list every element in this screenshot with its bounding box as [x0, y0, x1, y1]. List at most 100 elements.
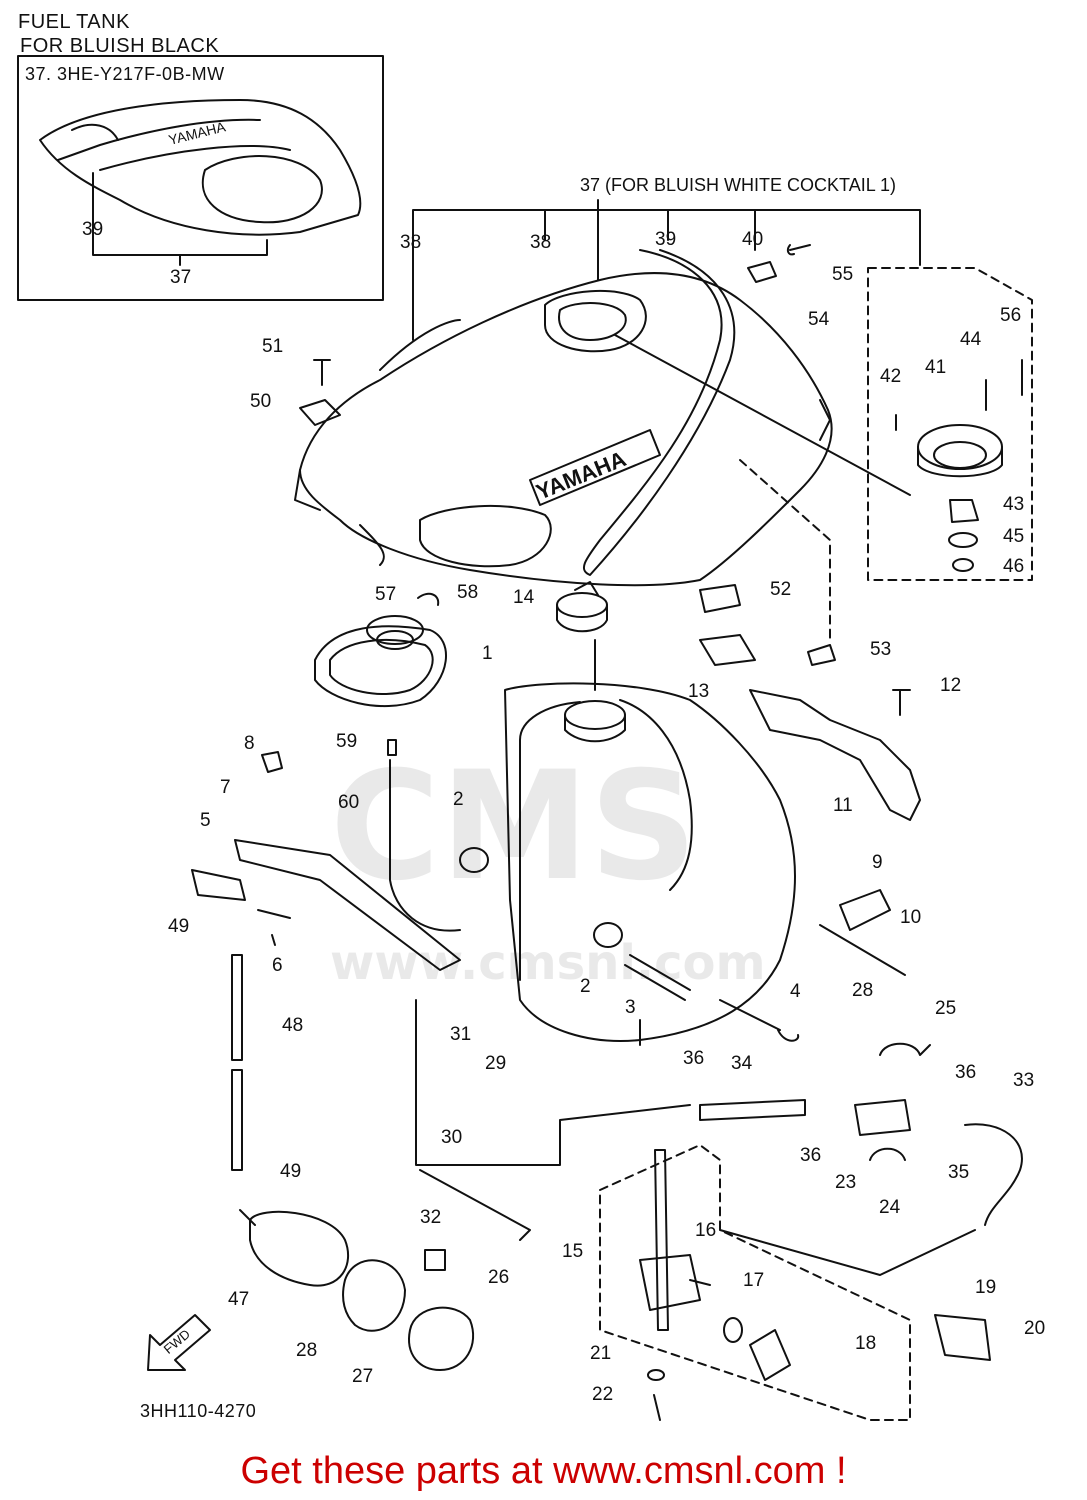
bolt-12 — [892, 689, 911, 716]
callout: 36 — [683, 1048, 705, 1069]
callout: 28 — [296, 1340, 318, 1361]
callout: 55 — [832, 264, 854, 285]
callout: 41 — [925, 357, 947, 378]
callout: 15 — [562, 1241, 584, 1262]
callout: 18 — [855, 1333, 877, 1354]
fuel-cock-15 — [639, 1149, 711, 1331]
variant-label: 37 (FOR BLUISH WHITE COCKTAIL 1) — [580, 175, 897, 195]
callout: 60 — [338, 792, 360, 813]
cap-14 — [556, 581, 608, 691]
callout: 51 — [262, 336, 284, 357]
tank-brand-logo: YAMAHA — [533, 446, 630, 505]
screw-55 — [786, 244, 811, 256]
leader-mid — [419, 1169, 531, 1241]
callout: 57 — [375, 584, 397, 605]
callout: 48 — [282, 1015, 304, 1036]
hose-33 — [964, 1123, 1023, 1226]
cap-pointer — [614, 334, 911, 496]
callout: 36 — [955, 1062, 977, 1083]
leader-right — [415, 999, 691, 1166]
hose-60 — [389, 759, 461, 932]
callout: 32 — [420, 1207, 442, 1228]
callout: 34 — [731, 1053, 753, 1074]
damper-2b — [593, 922, 623, 948]
bolt-51 — [313, 359, 331, 386]
callout: 50 — [250, 391, 272, 412]
callout: 44 — [960, 329, 982, 350]
inset-part-number: 37. 3HE-Y217F-0B-MW — [25, 64, 225, 84]
filter-23 — [854, 1099, 911, 1136]
damper-9 — [839, 889, 891, 931]
hose-34 — [699, 1099, 806, 1121]
callout: 33 — [1013, 1070, 1035, 1091]
callout: 58 — [457, 582, 479, 603]
callout: 49 — [168, 916, 190, 937]
callout: 39 — [82, 219, 104, 240]
diagram-title: FUEL TANK — [18, 11, 130, 33]
fwd-arrow-icon — [147, 1314, 211, 1371]
inset-title: FOR BLUISH BLACK — [20, 35, 220, 57]
washer-21 — [647, 1369, 665, 1381]
fuel-tank-body — [504, 682, 796, 1046]
callout: 19 — [975, 1277, 997, 1298]
plate-18 — [749, 1329, 791, 1381]
tank-cover-shape — [294, 249, 833, 587]
callout: 53 — [870, 639, 892, 660]
callout: 45 — [1003, 526, 1025, 547]
callout: 46 — [1003, 556, 1025, 577]
fuel-pump-47 — [239, 1209, 350, 1287]
callout: 24 — [879, 1197, 901, 1218]
callout: 26 — [488, 1267, 510, 1288]
fitting-32 — [424, 1249, 446, 1271]
diagram-code: 3HH110-4270 — [140, 1401, 257, 1421]
parts-ad-link[interactable]: Get these parts at www.cmsnl.com ! — [240, 1450, 847, 1492]
callout: 27 — [352, 1366, 374, 1387]
rod-10 — [819, 924, 906, 976]
band-27 — [342, 1259, 406, 1332]
inset-tank-cover — [39, 99, 362, 236]
plate-57 — [314, 592, 447, 708]
callout: 4 — [790, 981, 801, 1002]
callout: 39 — [655, 229, 677, 250]
pipe-19 — [934, 1314, 991, 1361]
callout: 6 — [272, 955, 283, 976]
filler-cap-assembly — [895, 359, 1023, 572]
grommet-54 — [747, 261, 777, 283]
callout: 37 — [170, 267, 192, 288]
bracket-5 — [191, 869, 246, 901]
cock-enclosure — [599, 1144, 911, 1421]
oring-17 — [723, 1317, 743, 1343]
hose-48 — [231, 954, 243, 1171]
callout: 14 — [513, 587, 535, 608]
cap-leader-dashed — [739, 459, 831, 641]
callout: 59 — [336, 731, 358, 752]
callout: 36 — [800, 1145, 822, 1166]
callout: 11 — [833, 795, 853, 816]
rubber-13 — [699, 634, 756, 666]
callout: 7 — [220, 777, 231, 798]
callout: 25 — [935, 998, 957, 1019]
callout: 47 — [228, 1289, 250, 1310]
watermark-url: www.cmsnl.com — [330, 935, 766, 991]
cock-leader — [719, 1229, 976, 1276]
callout: 1 — [482, 643, 493, 664]
callout: 9 — [872, 852, 883, 873]
damper-26 — [408, 1306, 475, 1371]
callout: 31 — [450, 1024, 472, 1045]
damper-2a — [459, 847, 489, 873]
bracket-11 — [749, 689, 921, 821]
callout: 28 — [852, 980, 874, 1001]
bolt-6 — [257, 909, 291, 946]
callout: 29 — [485, 1053, 507, 1074]
screw-22 — [653, 1394, 661, 1421]
callout: 2 — [580, 976, 591, 997]
callout: 21 — [590, 1343, 612, 1364]
callout: 12 — [940, 675, 962, 696]
callout: 52 — [770, 579, 792, 600]
callout: 22 — [592, 1384, 614, 1405]
pad-52 — [699, 584, 741, 613]
callout: 20 — [1024, 1318, 1046, 1339]
nut-8 — [261, 751, 283, 773]
cap-enclosure — [867, 267, 1033, 581]
bracket-7 — [234, 839, 461, 971]
